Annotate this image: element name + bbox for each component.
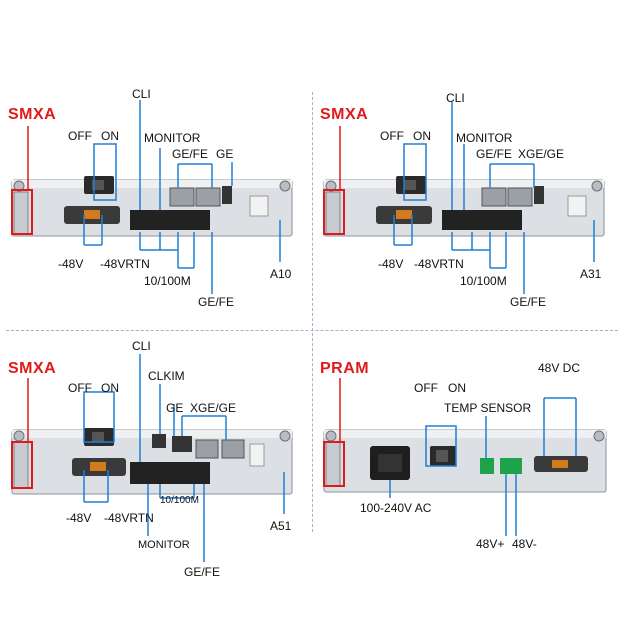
label-minus48v: -48V bbox=[66, 511, 92, 525]
quadrant-divider-vertical bbox=[312, 92, 313, 532]
label-monitor: MONITOR bbox=[456, 131, 513, 145]
label-off: OFF bbox=[380, 129, 404, 143]
label-on: ON bbox=[101, 129, 119, 143]
label-gefe-bottom: GE/FE bbox=[184, 565, 221, 579]
board-graphic bbox=[323, 378, 607, 536]
label-slot: A10 bbox=[270, 267, 292, 281]
label-off: OFF bbox=[68, 129, 92, 143]
label-off: OFF bbox=[68, 381, 92, 395]
label-xge-top: XGE/GE bbox=[190, 401, 237, 415]
label-cli: CLI bbox=[132, 87, 151, 101]
board-graphic bbox=[11, 100, 293, 294]
label-on: ON bbox=[101, 381, 119, 395]
label-100-240v-ac: 100-240V AC bbox=[360, 501, 432, 515]
label-cli: CLI bbox=[446, 91, 465, 105]
panel-pram: PRAM OFF ON TEMP SENSOR 48V DC 100-240V … bbox=[312, 312, 624, 624]
label-clkim: CLKIM bbox=[148, 369, 185, 383]
panel-smxa-a51: SMXA CLI CLKIM OFF ON GE XGE/GE -48V -48… bbox=[0, 312, 312, 624]
label-48v-minus: 48V- bbox=[512, 537, 537, 551]
label-on: ON bbox=[413, 129, 431, 143]
label-on: ON bbox=[448, 381, 466, 395]
label-monitor: MONITOR bbox=[144, 131, 201, 145]
label-cli: CLI bbox=[132, 339, 151, 353]
label-10-100m: 10/100M bbox=[144, 274, 191, 288]
label-10-100m: 10/100M bbox=[460, 274, 507, 288]
label-48v-dc: 48V DC bbox=[538, 361, 581, 375]
panel-title: SMXA bbox=[8, 360, 57, 377]
label-10-100m: 10/100M bbox=[160, 495, 199, 506]
panel-smxa-a31: SMXA CLI OFF ON MONITOR GE/FE XGE/GE -48… bbox=[312, 0, 624, 312]
label-minus48v: -48V bbox=[378, 257, 404, 271]
label-48v-plus: 48V+ bbox=[476, 537, 505, 551]
board-graphic bbox=[323, 102, 605, 294]
panel-title: SMXA bbox=[8, 106, 57, 123]
label-minus48vrtn: -48VRTN bbox=[414, 257, 464, 271]
label-temp-sensor: TEMP SENSOR bbox=[444, 401, 532, 415]
panel-title: PRAM bbox=[320, 360, 370, 377]
label-minus48vrtn: -48VRTN bbox=[100, 257, 150, 271]
label-slot: A31 bbox=[580, 267, 602, 281]
label-slot: A51 bbox=[270, 519, 292, 533]
label-monitor: MONITOR bbox=[138, 539, 190, 551]
label-ge-top: GE bbox=[166, 401, 184, 415]
panel-title: SMXA bbox=[320, 106, 369, 123]
board-graphic bbox=[11, 354, 293, 562]
label-gefe-bottom: GE/FE bbox=[510, 295, 547, 309]
label-ge-top: GE bbox=[216, 147, 234, 161]
label-xge-top: XGE/GE bbox=[518, 147, 565, 161]
label-minus48vrtn: -48VRTN bbox=[104, 511, 154, 525]
label-minus48v: -48V bbox=[58, 257, 84, 271]
label-off: OFF bbox=[414, 381, 438, 395]
label-gefe-top: GE/FE bbox=[476, 147, 513, 161]
label-gefe-top: GE/FE bbox=[172, 147, 209, 161]
label-gefe-bottom: GE/FE bbox=[198, 295, 235, 309]
panel-smxa-a10: SMXA CLI OFF ON MONITOR GE/FE GE -48V -4… bbox=[0, 0, 312, 312]
